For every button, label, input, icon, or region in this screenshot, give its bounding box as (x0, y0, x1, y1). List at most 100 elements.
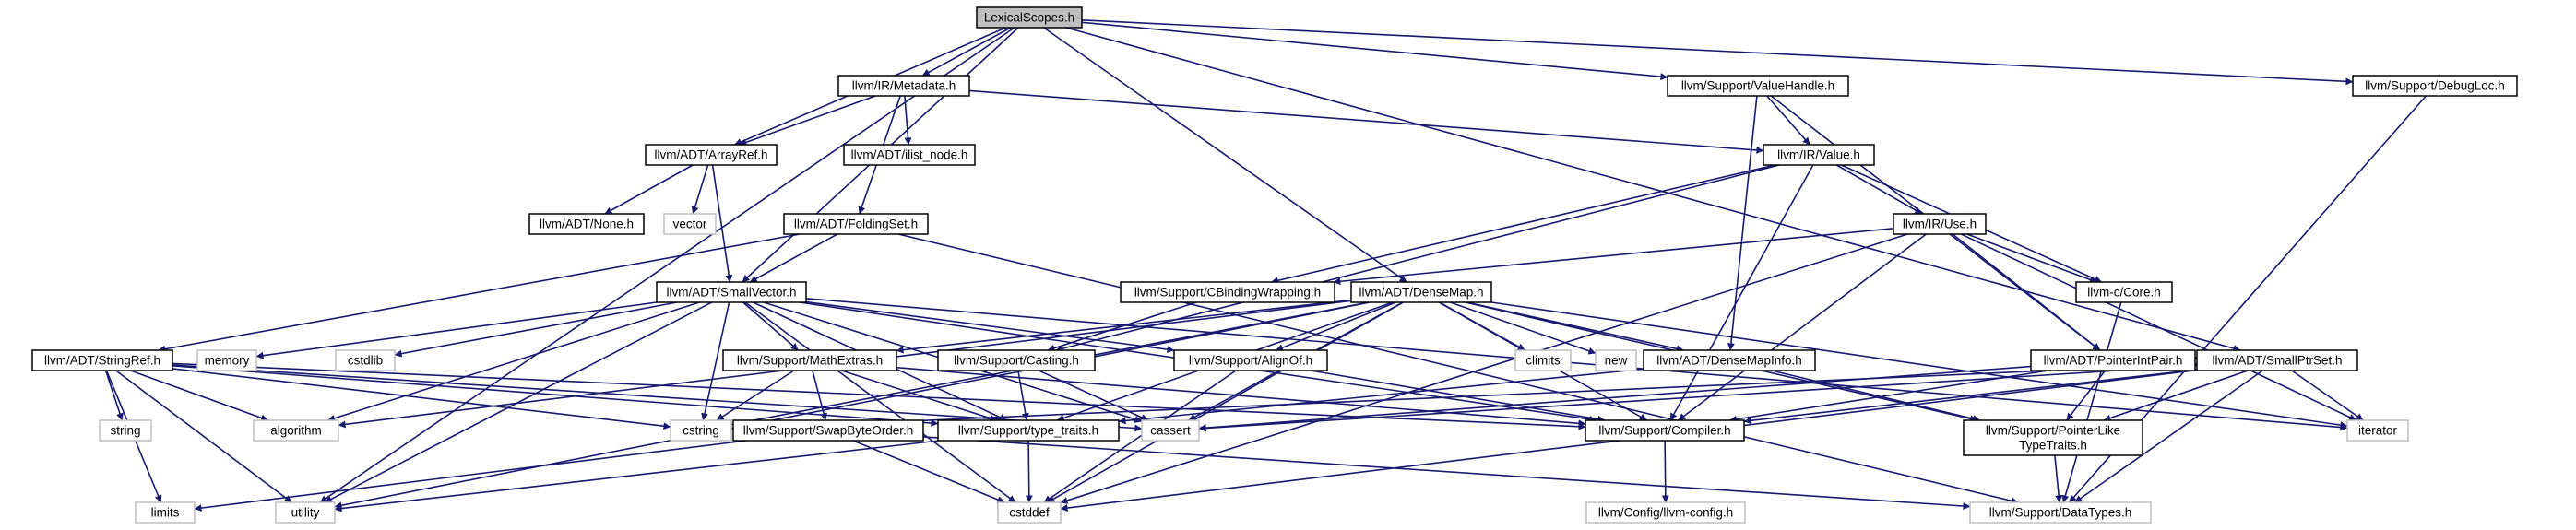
node-box-mathextras[interactable] (722, 349, 897, 371)
node-box-densemap[interactable] (1350, 281, 1492, 303)
edge-densemap-to-utility (334, 301, 1371, 510)
node-box-memory (196, 349, 257, 371)
node-adt-none[interactable]: llvm/ADT/None.h (528, 213, 645, 235)
node-densemap[interactable]: llvm/ADT/DenseMap.h (1350, 281, 1492, 303)
node-box-cstddef (997, 501, 1062, 524)
node-iterator: iterator (2346, 419, 2409, 442)
node-box-adt-none[interactable] (528, 213, 645, 235)
edge-densemapinfo-to-type-traits (1118, 368, 1644, 425)
node-box-cstring (670, 419, 732, 442)
node-llvmc-core[interactable]: llvm-c/Core.h (2075, 281, 2173, 303)
edge-ir-use-to-iterator (1960, 233, 2357, 421)
node-label-utility: utility (291, 506, 320, 520)
node-ir-metadata[interactable]: llvm/IR/Metadata.h (837, 75, 970, 97)
node-box-pointerintpair[interactable] (2030, 349, 2196, 371)
node-box-pointerliketypetraits[interactable] (1963, 419, 2143, 456)
node-box-alignof[interactable] (1173, 349, 1328, 371)
node-box-type-traits[interactable] (937, 419, 1120, 442)
edge-swapbyteorder-to-limits (194, 440, 747, 512)
node-new: new (1595, 349, 1637, 371)
node-alignof[interactable]: llvm/Support/AlignOf.h (1173, 349, 1328, 371)
node-arrayref[interactable]: llvm/ADT/ArrayRef.h (645, 144, 778, 166)
node-compiler[interactable]: llvm/Support/Compiler.h (1585, 419, 1745, 442)
edge-type-traits-to-cstddef (1025, 440, 1033, 503)
edge-type-traits-to-utility (334, 440, 940, 512)
node-box-densemapinfo[interactable] (1643, 349, 1816, 371)
node-label-mathextras: llvm/Support/MathExtras.h (737, 354, 883, 368)
node-box-stringref[interactable] (31, 349, 173, 371)
node-label-densemapinfo: llvm/ADT/DenseMapInfo.h (1656, 354, 1802, 368)
edge-lexicalscopes-to-smallptrset (1065, 27, 2241, 352)
node-box-cbinding[interactable] (1120, 281, 1335, 303)
edge-smallptrset-to-compiler (1743, 369, 2198, 425)
node-box-casting[interactable] (937, 349, 1096, 371)
node-box-swapbyteorder[interactable] (732, 419, 924, 442)
edge-densemap-to-iterator (1490, 301, 2348, 430)
edge-smallptrset-to-cassert (1198, 364, 2198, 432)
node-label-swapbyteorder: llvm/Support/SwapByteOrder.h (743, 424, 914, 438)
node-smallptrset[interactable]: llvm/ADT/SmallPtrSet.h (2196, 349, 2358, 371)
node-cstdlib: cstdlib (335, 349, 396, 371)
node-foldingset[interactable]: llvm/ADT/FoldingSet.h (783, 213, 929, 235)
node-layer: LexicalScopes.h llvm/IR/Metadata.h llvm/Su… (31, 6, 2518, 524)
node-box-ir-use[interactable] (1893, 213, 1987, 235)
node-label-limits: limits (151, 506, 180, 520)
edge-stringref-to-cstring (172, 368, 671, 430)
node-densemapinfo[interactable]: llvm/ADT/DenseMapInfo.h (1643, 349, 1816, 371)
edge-pointerintpair-to-cassert (1198, 365, 2032, 432)
node-label-algorithm: algorithm (270, 424, 322, 438)
node-box-arrayref[interactable] (645, 144, 778, 166)
node-label-valuehandle: llvm/Support/ValueHandle.h (1681, 79, 1834, 93)
node-box-foldingset[interactable] (783, 213, 929, 235)
node-ir-use[interactable]: llvm/IR/Use.h (1893, 213, 1987, 235)
edge-pointerliketypetraits-to-datatypes (2054, 454, 2063, 503)
node-box-valuehandle[interactable] (1667, 75, 1849, 97)
node-label-pointerliketypetraits: TypeTraits.h (2019, 439, 2087, 453)
node-box-lexicalscopes[interactable] (976, 6, 1083, 29)
edge-smallvector-to-cstdlib (394, 301, 678, 358)
node-box-ilist-node[interactable] (843, 144, 976, 166)
node-label-cassert: cassert (1150, 424, 1191, 438)
edge-stringref-to-type-traits (172, 365, 939, 428)
node-box-llvmc-core[interactable] (2075, 281, 2173, 303)
node-pointerintpair[interactable]: llvm/ADT/PointerIntPair.h (2030, 349, 2196, 371)
node-mathextras[interactable]: llvm/Support/MathExtras.h (722, 349, 897, 371)
node-datatypes: llvm/Support/DataTypes.h (1969, 501, 2152, 524)
node-label-type-traits: llvm/Support/type_traits.h (958, 424, 1098, 438)
node-label-stringref: llvm/ADT/StringRef.h (44, 354, 160, 368)
node-lexicalscopes[interactable]: LexicalScopes.h (976, 6, 1083, 29)
node-cbinding[interactable]: llvm/Support/CBindingWrapping.h (1120, 281, 1335, 303)
node-valuehandle[interactable]: llvm/Support/ValueHandle.h (1667, 75, 1849, 97)
node-box-cstdlib (335, 349, 396, 371)
node-debugloc[interactable]: llvm/Support/DebugLoc.h (2352, 75, 2518, 97)
node-label-alignof: llvm/Support/AlignOf.h (1189, 354, 1312, 368)
node-box-vector (663, 213, 717, 235)
node-box-ir-value[interactable] (1763, 144, 1875, 166)
node-stringref[interactable]: llvm/ADT/StringRef.h (31, 349, 173, 371)
node-box-smallptrset[interactable] (2196, 349, 2358, 371)
edge-foldingset-to-datatypes (897, 233, 2019, 505)
node-label-ir-metadata: llvm/IR/Metadata.h (852, 79, 956, 93)
node-ir-value[interactable]: llvm/IR/Value.h (1763, 144, 1875, 166)
node-swapbyteorder[interactable]: llvm/Support/SwapByteOrder.h (732, 419, 924, 442)
edge-valuehandle-to-ir-value (1766, 95, 1810, 146)
edge-mathextras-to-cstring (716, 370, 795, 421)
edge-lexicalscopes-to-ir-metadata (921, 27, 1012, 77)
edge-ir-metadata-to-ilist-node (904, 95, 912, 146)
node-smallvector[interactable]: llvm/ADT/SmallVector.h (656, 281, 807, 303)
node-box-smallvector[interactable] (656, 281, 807, 303)
edge-foldingset-to-stringref (158, 233, 801, 353)
edge-ir-use-to-compiler (1678, 233, 1927, 421)
node-box-ir-metadata[interactable] (837, 75, 970, 97)
node-type-traits[interactable]: llvm/Support/type_traits.h (937, 419, 1120, 442)
edge-smallvector-to-alignof (805, 300, 1175, 354)
node-label-densemap: llvm/ADT/DenseMap.h (1359, 286, 1483, 300)
node-box-compiler[interactable] (1585, 419, 1745, 442)
node-casting[interactable]: llvm/Support/Casting.h (937, 349, 1096, 371)
node-ilist-node[interactable]: llvm/ADT/ilist_node.h (843, 144, 976, 166)
node-box-debugloc[interactable] (2352, 75, 2518, 97)
node-label-cstdlib: cstdlib (348, 354, 383, 368)
node-label-arrayref: llvm/ADT/ArrayRef.h (654, 148, 767, 162)
edge-alignof-to-compiler (1310, 370, 1606, 423)
